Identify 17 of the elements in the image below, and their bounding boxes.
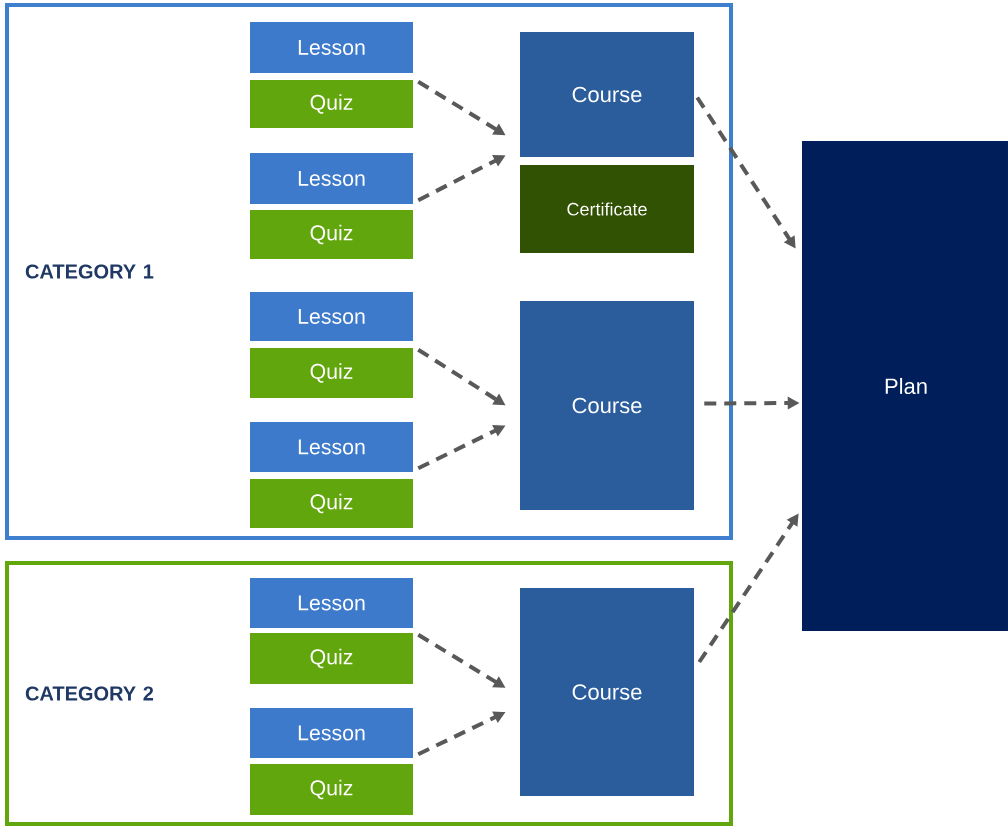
course-box: Course: [520, 32, 694, 157]
course-box: Course: [520, 588, 694, 796]
quiz-box: Quiz: [250, 633, 413, 684]
quiz-box: Quiz: [250, 80, 413, 128]
quiz-box: Quiz: [250, 764, 413, 815]
quiz-box: Quiz: [250, 348, 413, 398]
lesson-box: Lesson: [250, 292, 413, 341]
lesson-box: Lesson: [250, 153, 413, 204]
plan-box: Plan: [802, 141, 1008, 631]
lesson-box: Lesson: [250, 22, 413, 73]
certificate-box: Certificate: [520, 165, 694, 253]
lesson-box: Lesson: [250, 578, 413, 628]
quiz-box: Quiz: [250, 210, 413, 259]
quiz-box: Quiz: [250, 479, 413, 528]
lesson-box: Lesson: [250, 708, 413, 758]
lesson-box: Lesson: [250, 422, 413, 472]
course-box: Course: [520, 301, 694, 510]
